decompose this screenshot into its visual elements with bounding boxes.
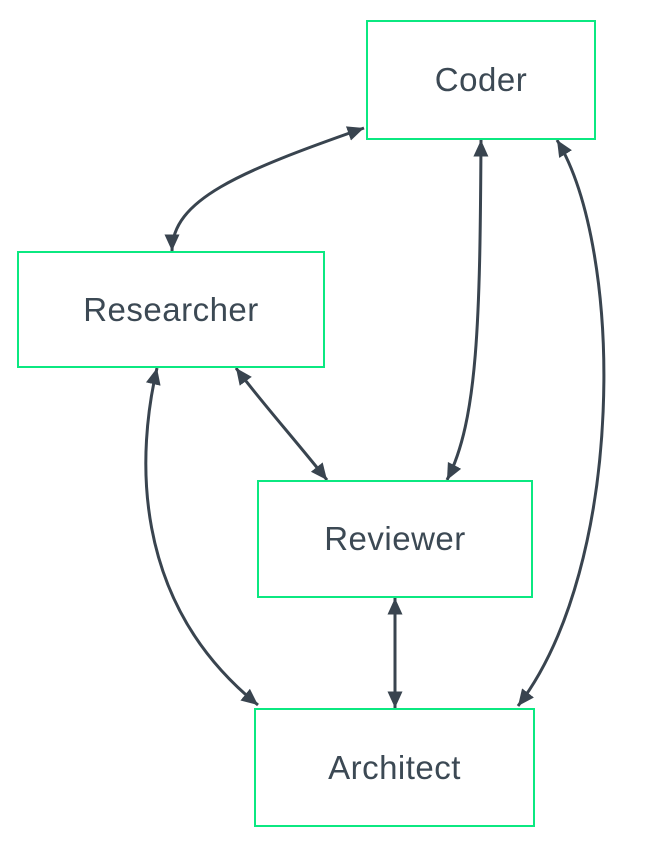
- node-architect: Architect: [254, 708, 535, 827]
- node-coder-label: Coder: [434, 61, 528, 98]
- node-architect-label: Architect: [328, 748, 461, 786]
- edge-coder-reviewer: [445, 139, 489, 481]
- node-coder: Coder: [366, 20, 596, 140]
- node-reviewer: Reviewer: [257, 480, 533, 598]
- edge-researcher-coder: [164, 126, 365, 252]
- edge-researcher-architect: [144, 367, 259, 707]
- edge-researcher-reviewer: [234, 367, 329, 481]
- node-researcher: Researcher: [17, 251, 325, 368]
- node-reviewer-label: Reviewer: [324, 520, 466, 557]
- edge-coder-architect: [516, 139, 606, 707]
- node-researcher-label: Researcher: [83, 290, 259, 328]
